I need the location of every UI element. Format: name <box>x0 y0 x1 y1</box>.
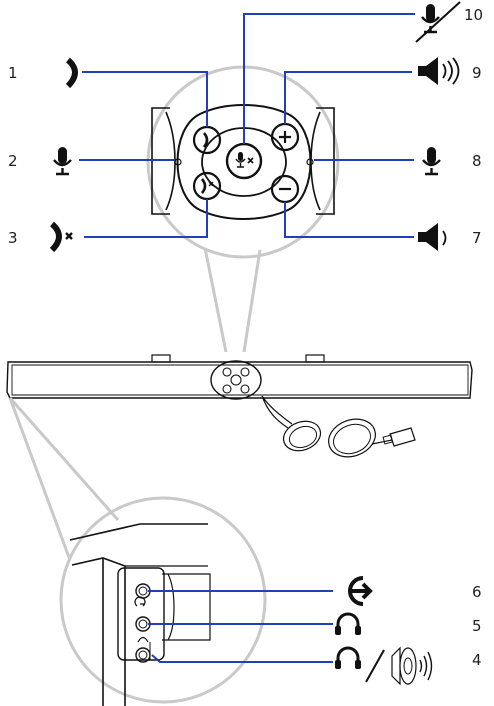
leader-lines-bottom <box>148 590 333 663</box>
soundbar-control-cluster <box>210 360 262 400</box>
headset-jack <box>135 616 151 643</box>
soundbar <box>6 354 473 458</box>
handset-end-icon <box>200 178 207 194</box>
callout-5: 5 <box>472 617 482 635</box>
handset-icon <box>65 57 78 89</box>
mic-mute-button[interactable] <box>225 142 263 180</box>
callout-3: 3 <box>8 229 18 247</box>
microphone-icon <box>422 147 441 176</box>
headphones-icon <box>335 646 361 669</box>
headphones-icon <box>335 612 361 635</box>
icon-group-left <box>49 57 78 253</box>
leader-lines-top <box>79 13 415 238</box>
callout-1: 1 <box>8 64 18 82</box>
icon-group-bottom <box>335 576 433 686</box>
speaker-icon <box>391 646 433 686</box>
handset-end-icon <box>49 221 73 253</box>
usb-cable <box>261 395 416 458</box>
volume-up-button[interactable] <box>270 122 300 152</box>
port-panel-zoom <box>8 397 267 706</box>
call-answer-button[interactable] <box>192 125 222 155</box>
volume-up-icon <box>418 57 460 85</box>
callout-4: 4 <box>472 651 482 669</box>
plus-icon <box>279 131 291 143</box>
callout-numbers: 1 2 3 4 5 6 7 8 9 10 <box>8 6 483 669</box>
callout-2: 2 <box>8 152 18 170</box>
microphone-icon <box>238 152 243 161</box>
callout-7: 7 <box>472 229 482 247</box>
callout-8: 8 <box>472 152 482 170</box>
callout-10: 10 <box>464 6 483 24</box>
callout-6: 6 <box>472 583 482 601</box>
microphone-icon <box>53 147 72 176</box>
handset-icon <box>202 132 209 148</box>
icon-group-right <box>415 1 461 251</box>
line-in-port <box>134 583 151 607</box>
volume-down-icon <box>418 223 447 251</box>
line-in-icon <box>348 576 373 606</box>
volume-down-button[interactable] <box>270 174 300 204</box>
callout-9: 9 <box>472 64 482 82</box>
mic-mute-icon <box>415 1 461 43</box>
